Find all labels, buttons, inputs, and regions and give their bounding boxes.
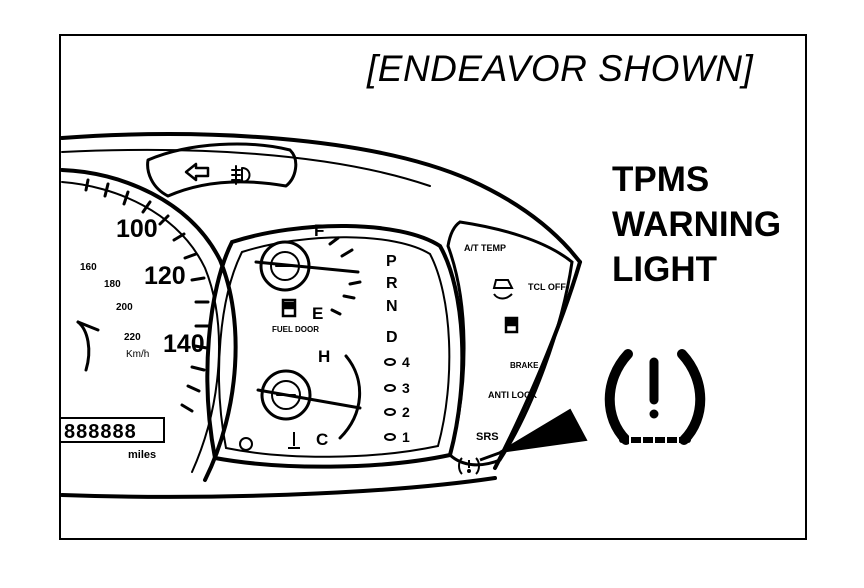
fuel-full-label: F	[314, 221, 324, 240]
gear-r-label: R	[386, 275, 398, 292]
gear-3-label: 3	[402, 380, 410, 396]
speedometer-needle	[76, 320, 91, 372]
gear-2-label: 2	[402, 404, 410, 420]
callout-line-2: WARNING	[612, 205, 782, 244]
gear-1-label: 1	[402, 429, 410, 445]
mph-label-100: 100	[116, 215, 158, 243]
callout-pointer	[499, 408, 588, 453]
fuel-empty-label: E	[312, 304, 323, 323]
gear-4-lamp	[384, 358, 396, 366]
warning-light-pod	[446, 220, 574, 467]
fog-light-icon	[231, 165, 251, 185]
kmh-label-160: 160	[80, 262, 97, 273]
srs-label: SRS	[476, 431, 499, 443]
temp-gauge-hub	[260, 369, 312, 421]
odometer-display	[59, 417, 165, 443]
brake-label: BRAKE	[510, 361, 539, 370]
model-caption: [ENDEAVOR SHOWN]	[367, 48, 754, 89]
fuel-pump-icon	[281, 298, 297, 318]
coolant-temp-icon	[288, 432, 300, 449]
temp-hot-label: H	[318, 347, 330, 366]
odometer-reading: 888888	[64, 421, 137, 443]
anti-lock-label: ANTI LOCK	[488, 390, 537, 400]
fuel-door-label: FUEL DOOR	[272, 325, 319, 334]
indicator-pod	[146, 142, 298, 198]
speedometer-rim	[60, 168, 238, 482]
illustration-frame	[59, 34, 807, 540]
turn-signal-arrow-icon	[184, 162, 210, 182]
mph-label-140: 140	[163, 330, 205, 358]
kmh-unit-label: Km/h	[126, 349, 149, 360]
kmh-label-200: 200	[116, 302, 133, 313]
at-temp-label: A/T TEMP	[464, 243, 506, 253]
kmh-label-180: 180	[104, 279, 121, 290]
fuel-warning-icon	[504, 316, 519, 334]
gear-p-label: P	[386, 253, 397, 270]
callout-line-3: LIGHT	[612, 250, 717, 289]
stability-control-icon	[492, 279, 514, 300]
tpms-warning-light-callout: TPMS WARNING LIGHT	[612, 157, 781, 292]
odometer-unit: miles	[128, 449, 156, 461]
tpms-indicator-small-icon	[458, 457, 480, 475]
gear-n-label: N	[386, 298, 398, 315]
cluster-housing-right	[493, 260, 582, 470]
gear-4-label: 4	[402, 354, 410, 370]
fuel-gauge-needle	[254, 260, 360, 274]
tpms-warning-light-icon	[604, 349, 706, 445]
kmh-label-220: 220	[124, 332, 141, 343]
cluster-housing-bottom	[60, 476, 497, 499]
gear-1-lamp	[384, 433, 396, 441]
gear-3-lamp	[384, 384, 396, 392]
gear-2-lamp	[384, 408, 396, 416]
center-gauge-bezel	[205, 223, 465, 469]
cluster-housing-top	[60, 132, 582, 264]
mph-label-120: 120	[144, 262, 186, 290]
temp-cold-label: C	[316, 430, 328, 449]
callout-line-1: TPMS	[612, 160, 710, 199]
temp-gauge-needle	[256, 388, 362, 410]
gear-d-label: D	[386, 329, 398, 346]
indicator-circle-icon	[239, 437, 253, 451]
temp-gauge-arc	[338, 354, 361, 440]
tcl-off-label: TCL OFF	[528, 282, 566, 292]
